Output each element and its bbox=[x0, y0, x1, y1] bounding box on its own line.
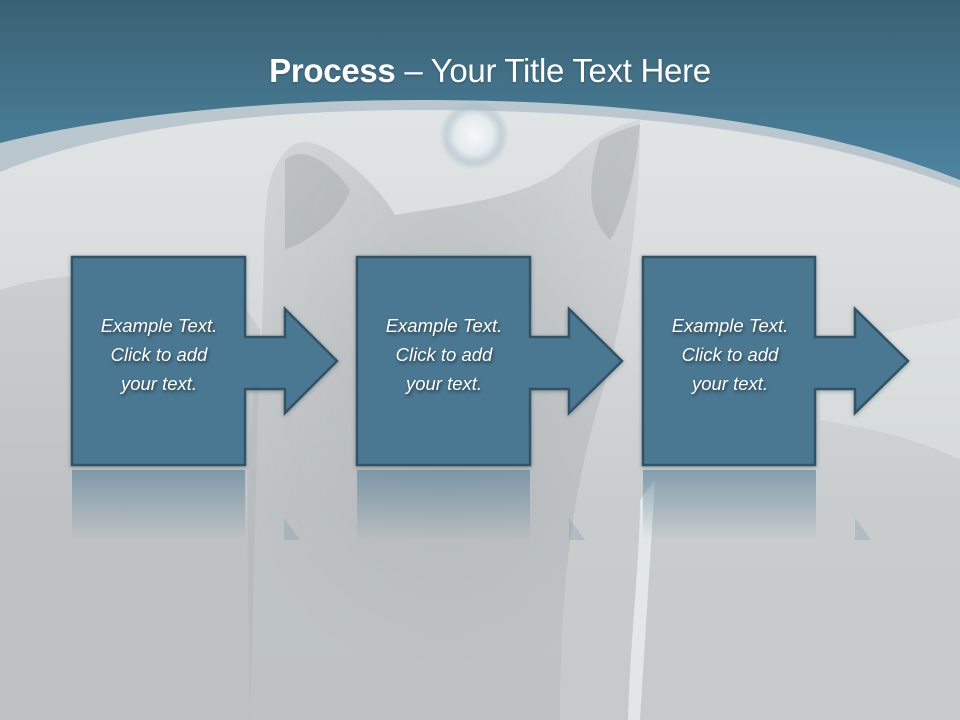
step-line: your text. bbox=[691, 373, 769, 394]
slide-title[interactable]: Process – Your Title Text Here bbox=[0, 52, 960, 90]
title-bold: Process bbox=[269, 52, 396, 89]
title-rest: – Your Title Text Here bbox=[395, 52, 711, 89]
step-line: your text. bbox=[405, 373, 483, 394]
step-line: Example Text. bbox=[385, 315, 503, 336]
process-step-1[interactable]: Example Text. Click to add your text. bbox=[70, 255, 339, 467]
step-text[interactable]: Example Text. Click to add your text. bbox=[72, 311, 246, 398]
step-text[interactable]: Example Text. Click to add your text. bbox=[357, 311, 531, 398]
arrow-box-shape bbox=[355, 255, 624, 467]
process-step-2[interactable]: Example Text. Click to add your text. bbox=[355, 255, 624, 467]
step-line: Example Text. bbox=[671, 315, 789, 336]
step-line: Example Text. bbox=[100, 315, 218, 336]
step-line: Click to add bbox=[395, 344, 493, 365]
arrow-box-shape bbox=[70, 255, 339, 467]
step-line: Click to add bbox=[110, 344, 208, 365]
process-step-3[interactable]: Example Text. Click to add your text. bbox=[641, 255, 910, 467]
step-text[interactable]: Example Text. Click to add your text. bbox=[643, 311, 817, 398]
step-line: your text. bbox=[120, 373, 198, 394]
arrow-box-shape bbox=[641, 255, 910, 467]
step-line: Click to add bbox=[681, 344, 779, 365]
